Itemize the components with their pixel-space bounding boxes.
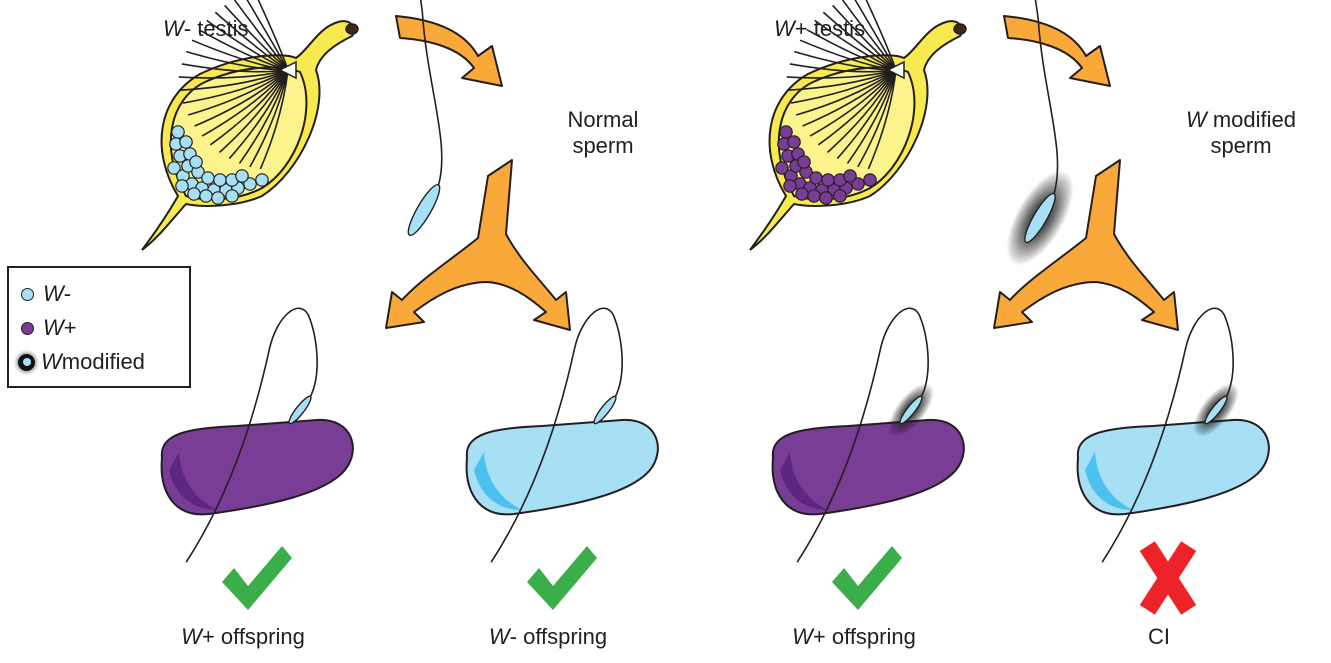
legend-item-w-modified: W modified xyxy=(21,348,145,376)
cross-icon xyxy=(1140,541,1196,615)
legend-item-w-minus: W- xyxy=(21,280,71,308)
w-minus-testis-label: W- testis xyxy=(163,16,249,42)
modified-sperm-label: W modified sperm xyxy=(1166,107,1316,159)
sperm-head xyxy=(404,181,445,238)
legend-item-w-plus: W+ xyxy=(21,314,77,342)
w-plus-testis-label: W+ testis xyxy=(774,16,865,42)
outcome-label-2: W- offspring xyxy=(453,624,643,650)
check-icon xyxy=(527,546,597,610)
egg-group-2 xyxy=(433,303,658,562)
normal-sperm-label: Normal sperm xyxy=(553,107,653,159)
testis-duct-tip xyxy=(346,24,358,34)
outcome-label-1: W+ offspring xyxy=(148,624,338,650)
egg-group-4 xyxy=(1044,303,1277,569)
outcome-label-4: CI xyxy=(1064,624,1254,650)
legend: W- W+ W modified xyxy=(7,266,191,388)
check-icon xyxy=(222,546,292,610)
egg-group-3 xyxy=(739,303,972,569)
fork-arrow xyxy=(386,160,570,330)
outcome-marks xyxy=(222,541,1196,615)
fertilization-eggs xyxy=(128,303,1277,569)
purple-dot-icon xyxy=(21,322,34,335)
curved-arrow xyxy=(1004,16,1110,86)
light-blue-dot-icon xyxy=(21,288,34,301)
check-icon xyxy=(832,546,902,610)
testis-duct-tip xyxy=(954,24,966,34)
modified-dot-icon xyxy=(18,354,35,371)
curved-arrow xyxy=(396,16,502,86)
outcome-label-3: W+ offspring xyxy=(759,624,949,650)
